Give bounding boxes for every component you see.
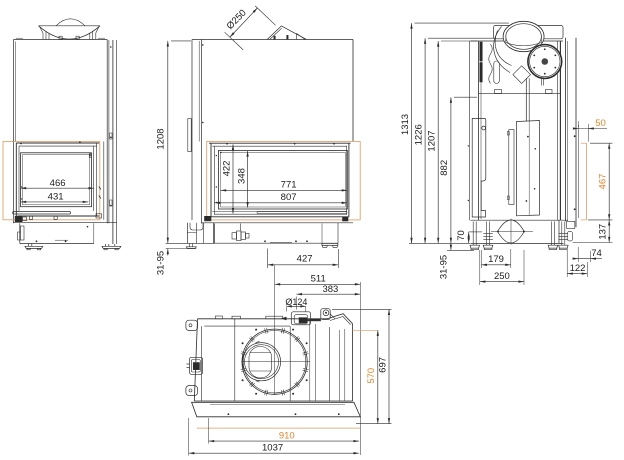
svg-text:1226: 1226 [413, 124, 424, 145]
svg-text:467: 467 [598, 174, 609, 190]
svg-text:31-95: 31-95 [438, 255, 449, 279]
svg-text:771: 771 [281, 180, 297, 191]
svg-text:1037: 1037 [262, 442, 283, 453]
svg-text:511: 511 [311, 274, 326, 285]
svg-text:31-95: 31-95 [156, 251, 167, 275]
svg-text:137: 137 [598, 224, 609, 240]
svg-text:570: 570 [366, 368, 377, 384]
svg-text:Ø124: Ø124 [285, 297, 307, 307]
svg-text:74: 74 [591, 248, 602, 259]
svg-text:1207: 1207 [427, 130, 438, 151]
svg-text:431: 431 [48, 191, 64, 202]
svg-text:383: 383 [322, 284, 338, 295]
svg-text:466: 466 [50, 178, 66, 189]
svg-text:50: 50 [595, 118, 606, 129]
svg-text:910: 910 [279, 430, 295, 441]
svg-text:697: 697 [377, 357, 388, 373]
svg-text:422: 422 [222, 161, 233, 177]
svg-text:427: 427 [297, 254, 313, 265]
svg-text:250: 250 [494, 271, 510, 282]
svg-text:348: 348 [236, 168, 247, 184]
svg-text:882: 882 [439, 160, 450, 176]
svg-text:1313: 1313 [400, 114, 411, 135]
svg-text:179: 179 [488, 254, 504, 265]
svg-text:70: 70 [456, 230, 467, 241]
svg-text:807: 807 [281, 192, 297, 203]
svg-text:1208: 1208 [156, 128, 167, 149]
svg-text:122: 122 [570, 263, 586, 274]
